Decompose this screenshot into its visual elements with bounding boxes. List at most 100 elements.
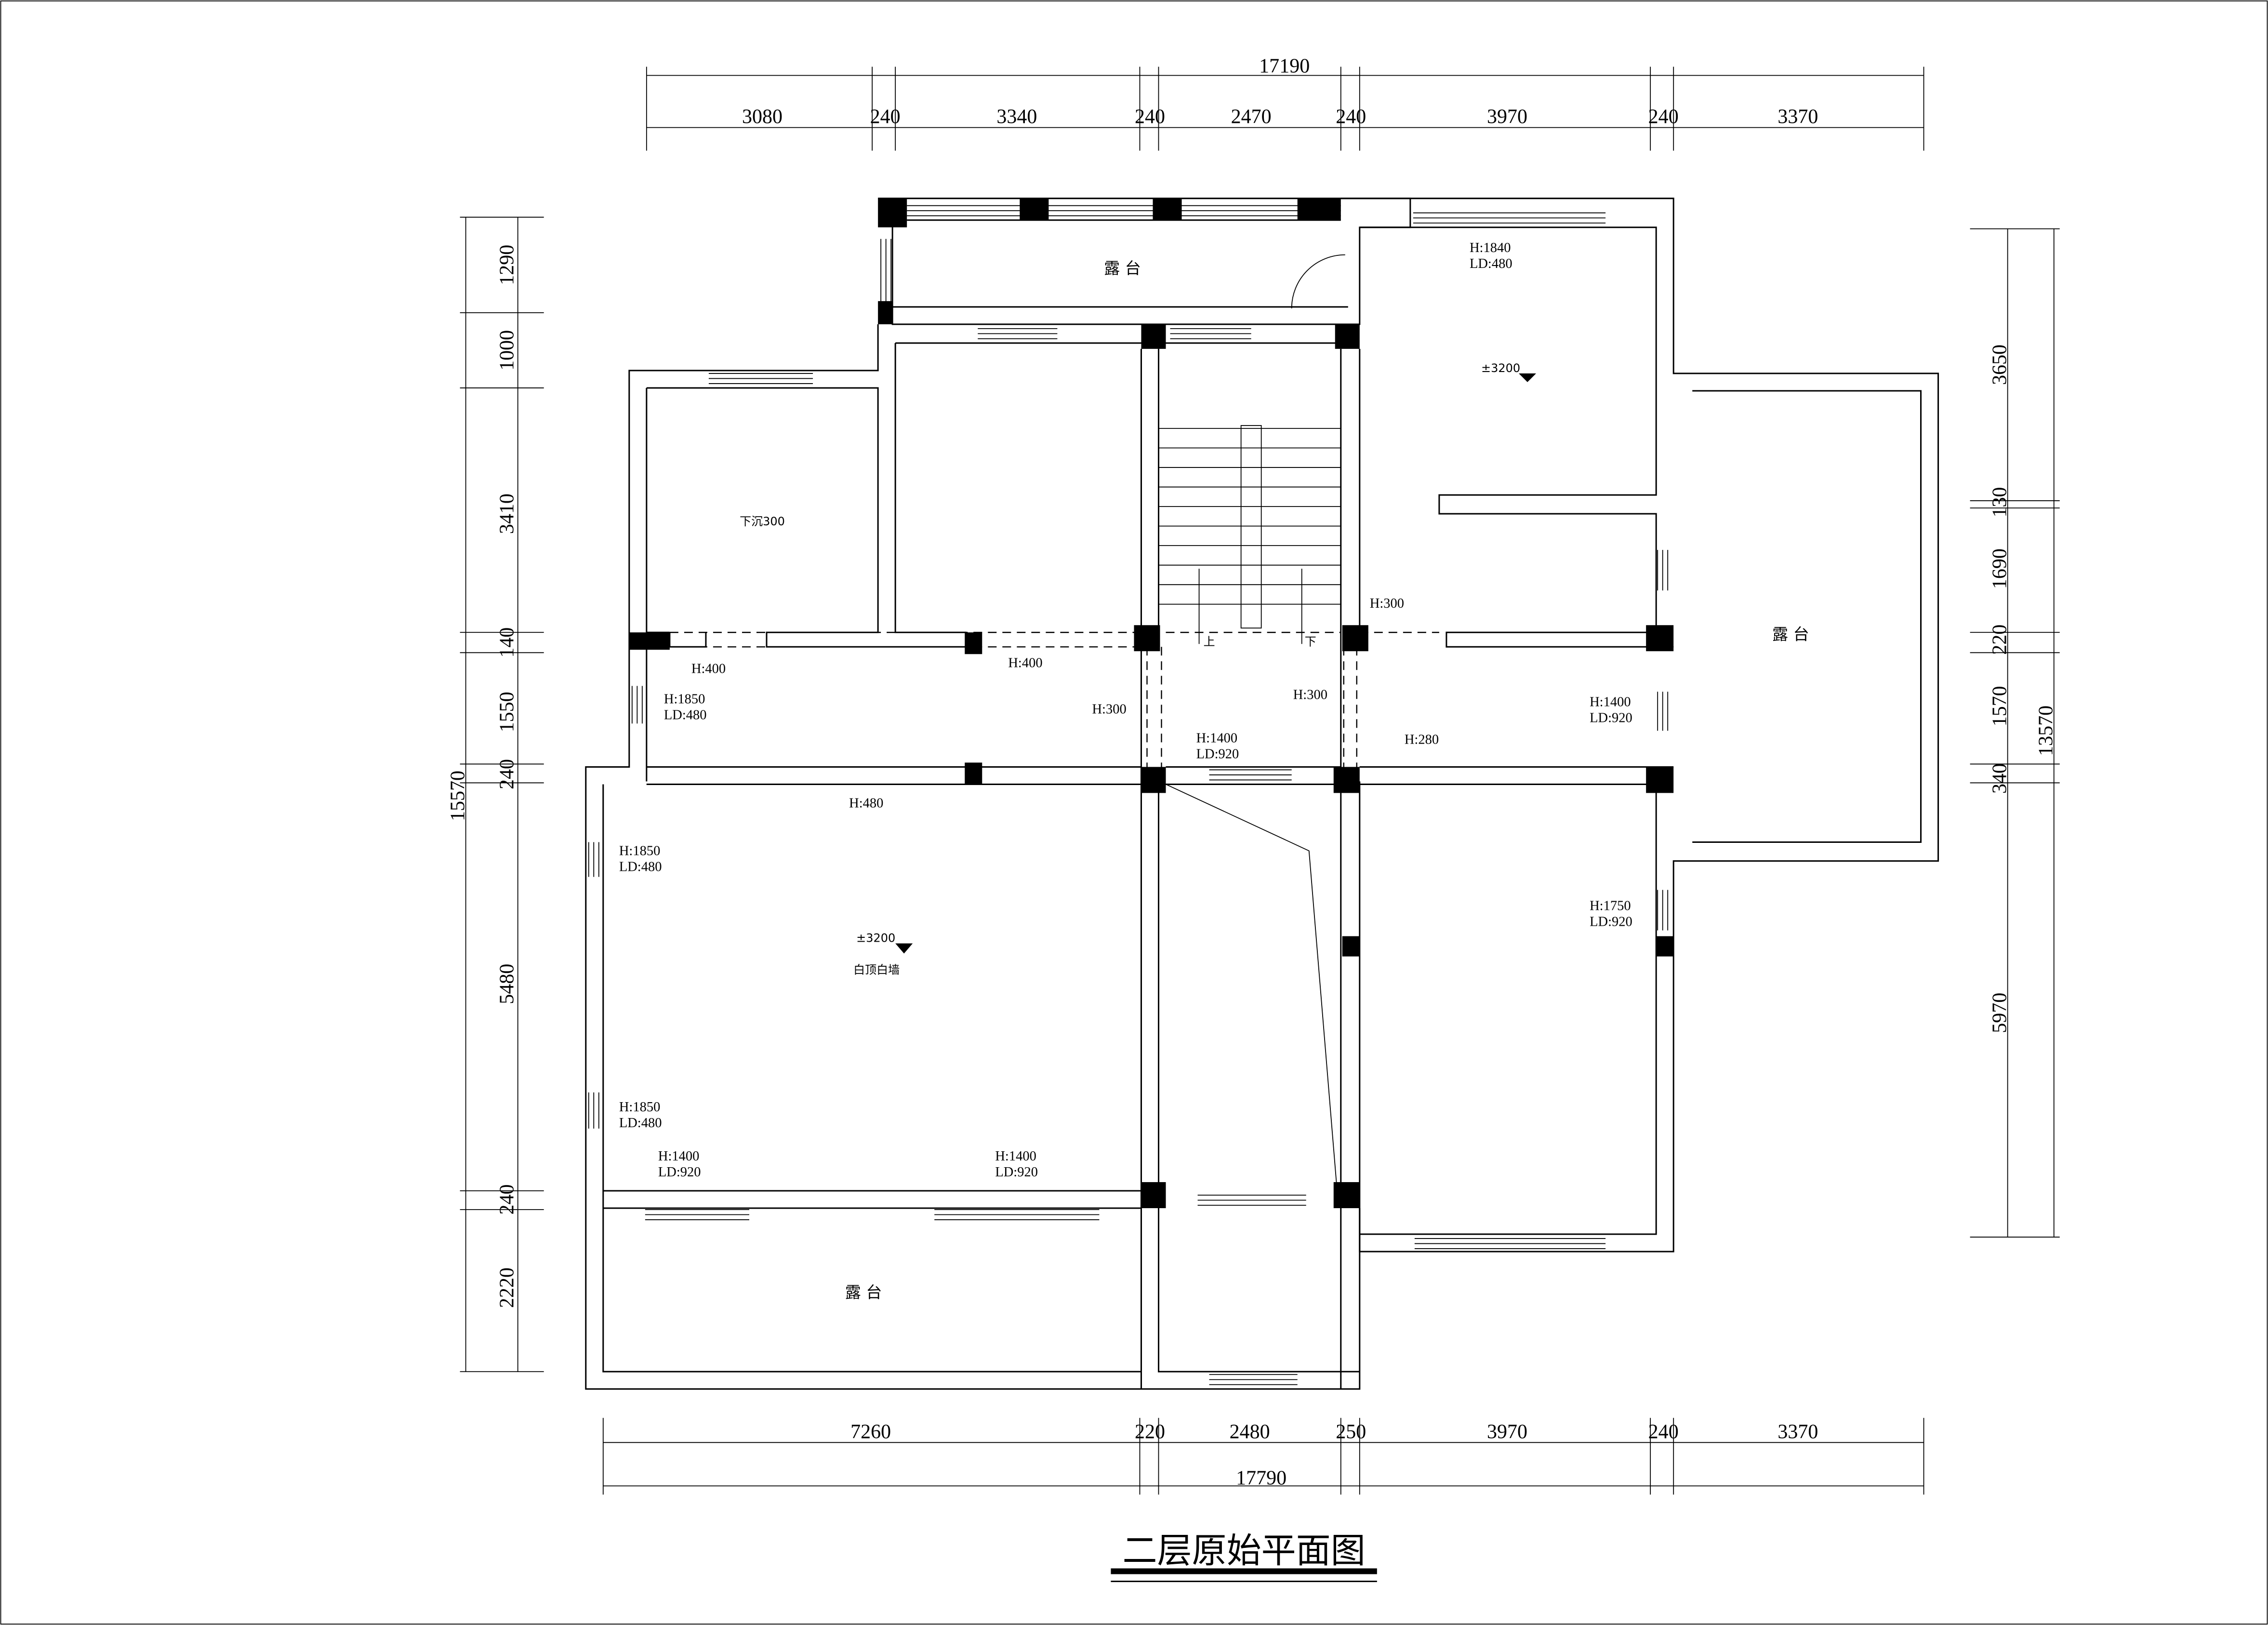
dim-label: 240: [496, 1184, 518, 1214]
elevation-marker-icon: [1519, 373, 1537, 382]
note-ld: LD:920: [1196, 746, 1239, 761]
terrace-right-label: 露 台: [1772, 625, 1809, 643]
title-underline: [1111, 1568, 1377, 1574]
dim-label: 240: [870, 106, 901, 128]
dim-label: 1550: [496, 692, 518, 732]
note-h: H:1400: [1196, 731, 1238, 746]
dim-label: 240: [1135, 106, 1165, 128]
structural-column: [1153, 198, 1182, 220]
beam-note: H:300: [1370, 596, 1404, 611]
dim-bottom-segments: 7260 220 2480 250 3970 240 3370: [850, 1421, 1818, 1443]
dim-label: 240: [1648, 1421, 1679, 1443]
wall: [585, 324, 1361, 1390]
dim-label: 2470: [1231, 106, 1272, 128]
note-ld: LD:480: [664, 707, 707, 722]
dim-label: 7260: [850, 1421, 891, 1443]
structural-column: [1342, 936, 1360, 957]
dim-label: 5970: [1989, 993, 2011, 1033]
dim-label: 250: [1336, 1421, 1366, 1443]
structural-column: [1646, 625, 1674, 652]
dim-label: 240: [1648, 106, 1679, 128]
drawing-title: 二层原始平面图: [1123, 1530, 1366, 1571]
structural-column: [1297, 198, 1341, 220]
wall: [669, 632, 707, 648]
dim-label: 3080: [742, 106, 783, 128]
dim-label: 3370: [1777, 1421, 1818, 1443]
note-ld: LD:480: [619, 860, 662, 875]
elevation-label: ±3200: [856, 932, 895, 945]
terrace-bottom-label: 露 台: [845, 1283, 882, 1302]
stair-up-label: 上: [1204, 635, 1215, 648]
wall: [1692, 390, 1922, 843]
structural-column: [1656, 936, 1674, 957]
note-h: H:1850: [664, 692, 705, 706]
wall: [1158, 781, 1360, 1372]
dim-label: 3340: [996, 106, 1037, 128]
structural-column: [1342, 625, 1368, 652]
structural-column: [629, 632, 670, 650]
structural-column: [1020, 198, 1049, 220]
beam-note: H:480: [849, 796, 883, 811]
note-h: H:1850: [619, 1100, 661, 1115]
dim-label: 340: [1989, 763, 2011, 794]
structural-column: [1333, 1182, 1360, 1209]
dim-label: 1690: [1989, 548, 2011, 589]
structural-column: [1141, 767, 1166, 793]
dim-label: 1570: [1989, 686, 2011, 726]
wall: [894, 343, 967, 633]
beam-note: H:300: [1293, 687, 1327, 702]
dim-bottom-total: 17790: [1236, 1467, 1287, 1489]
dim-left-segments: 1290 1000 3410 140 1550 240 5480 240 222…: [496, 245, 518, 1308]
wall: [646, 387, 967, 648]
wall: [1359, 784, 1657, 1235]
wall: [1359, 226, 1674, 648]
structural-column: [1646, 767, 1674, 793]
dim-top-segments: 3080 240 3340 240 2470 240 3970 240 3370: [742, 106, 1818, 128]
stair-handrail: [1240, 425, 1262, 629]
dim-label: 3410: [496, 493, 518, 534]
structural-column: [1141, 324, 1166, 349]
note-ld: LD:920: [658, 1165, 701, 1180]
dim-label: 240: [1336, 106, 1366, 128]
structural-column: [878, 198, 907, 227]
structural-column: [1335, 324, 1360, 349]
dim-label: 5480: [496, 964, 518, 1004]
note-h: H:1400: [658, 1149, 700, 1164]
note-h: H:1850: [619, 844, 661, 859]
dim-label: 2480: [1230, 1421, 1270, 1443]
note-h: H:1400: [1590, 694, 1631, 709]
note-h: H:1750: [1590, 899, 1631, 914]
dim-label: 240: [496, 759, 518, 789]
structural-column: [965, 632, 982, 654]
structural-column: [1134, 625, 1160, 652]
beam-note: H:400: [1008, 655, 1042, 670]
structural-column: [878, 301, 893, 324]
note-ld: LD:920: [995, 1165, 1038, 1180]
dim-label: 3970: [1487, 106, 1527, 128]
dim-label: 1290: [496, 245, 518, 285]
dim-label: 3650: [1989, 345, 2011, 385]
dim-top-total: 17190: [1259, 55, 1310, 78]
note-h: H:1840: [1470, 240, 1511, 255]
structural-column: [965, 762, 982, 785]
dim-left-total: 15570: [447, 771, 469, 821]
dim-label: 220: [1135, 1421, 1165, 1443]
note-ld: LD:480: [619, 1116, 662, 1131]
structural-column: [1141, 1182, 1166, 1209]
diagonal-line: [1166, 784, 1339, 1201]
beam-note: H:300: [1092, 702, 1126, 717]
sunken-label: 下沉300: [740, 515, 785, 528]
dim-label: 3970: [1487, 1421, 1527, 1443]
dim-label: 140: [496, 627, 518, 658]
note-h: H:1400: [995, 1149, 1036, 1164]
walls: [585, 198, 1939, 1390]
wall: [602, 784, 1141, 1372]
structural-column: [1333, 767, 1360, 793]
dim-label: 3370: [1777, 106, 1818, 128]
note-ld: LD:920: [1590, 710, 1632, 725]
dim-label: 2220: [496, 1267, 518, 1308]
stair-down-label: 下: [1305, 635, 1316, 648]
dim-label: 220: [1989, 625, 2011, 655]
